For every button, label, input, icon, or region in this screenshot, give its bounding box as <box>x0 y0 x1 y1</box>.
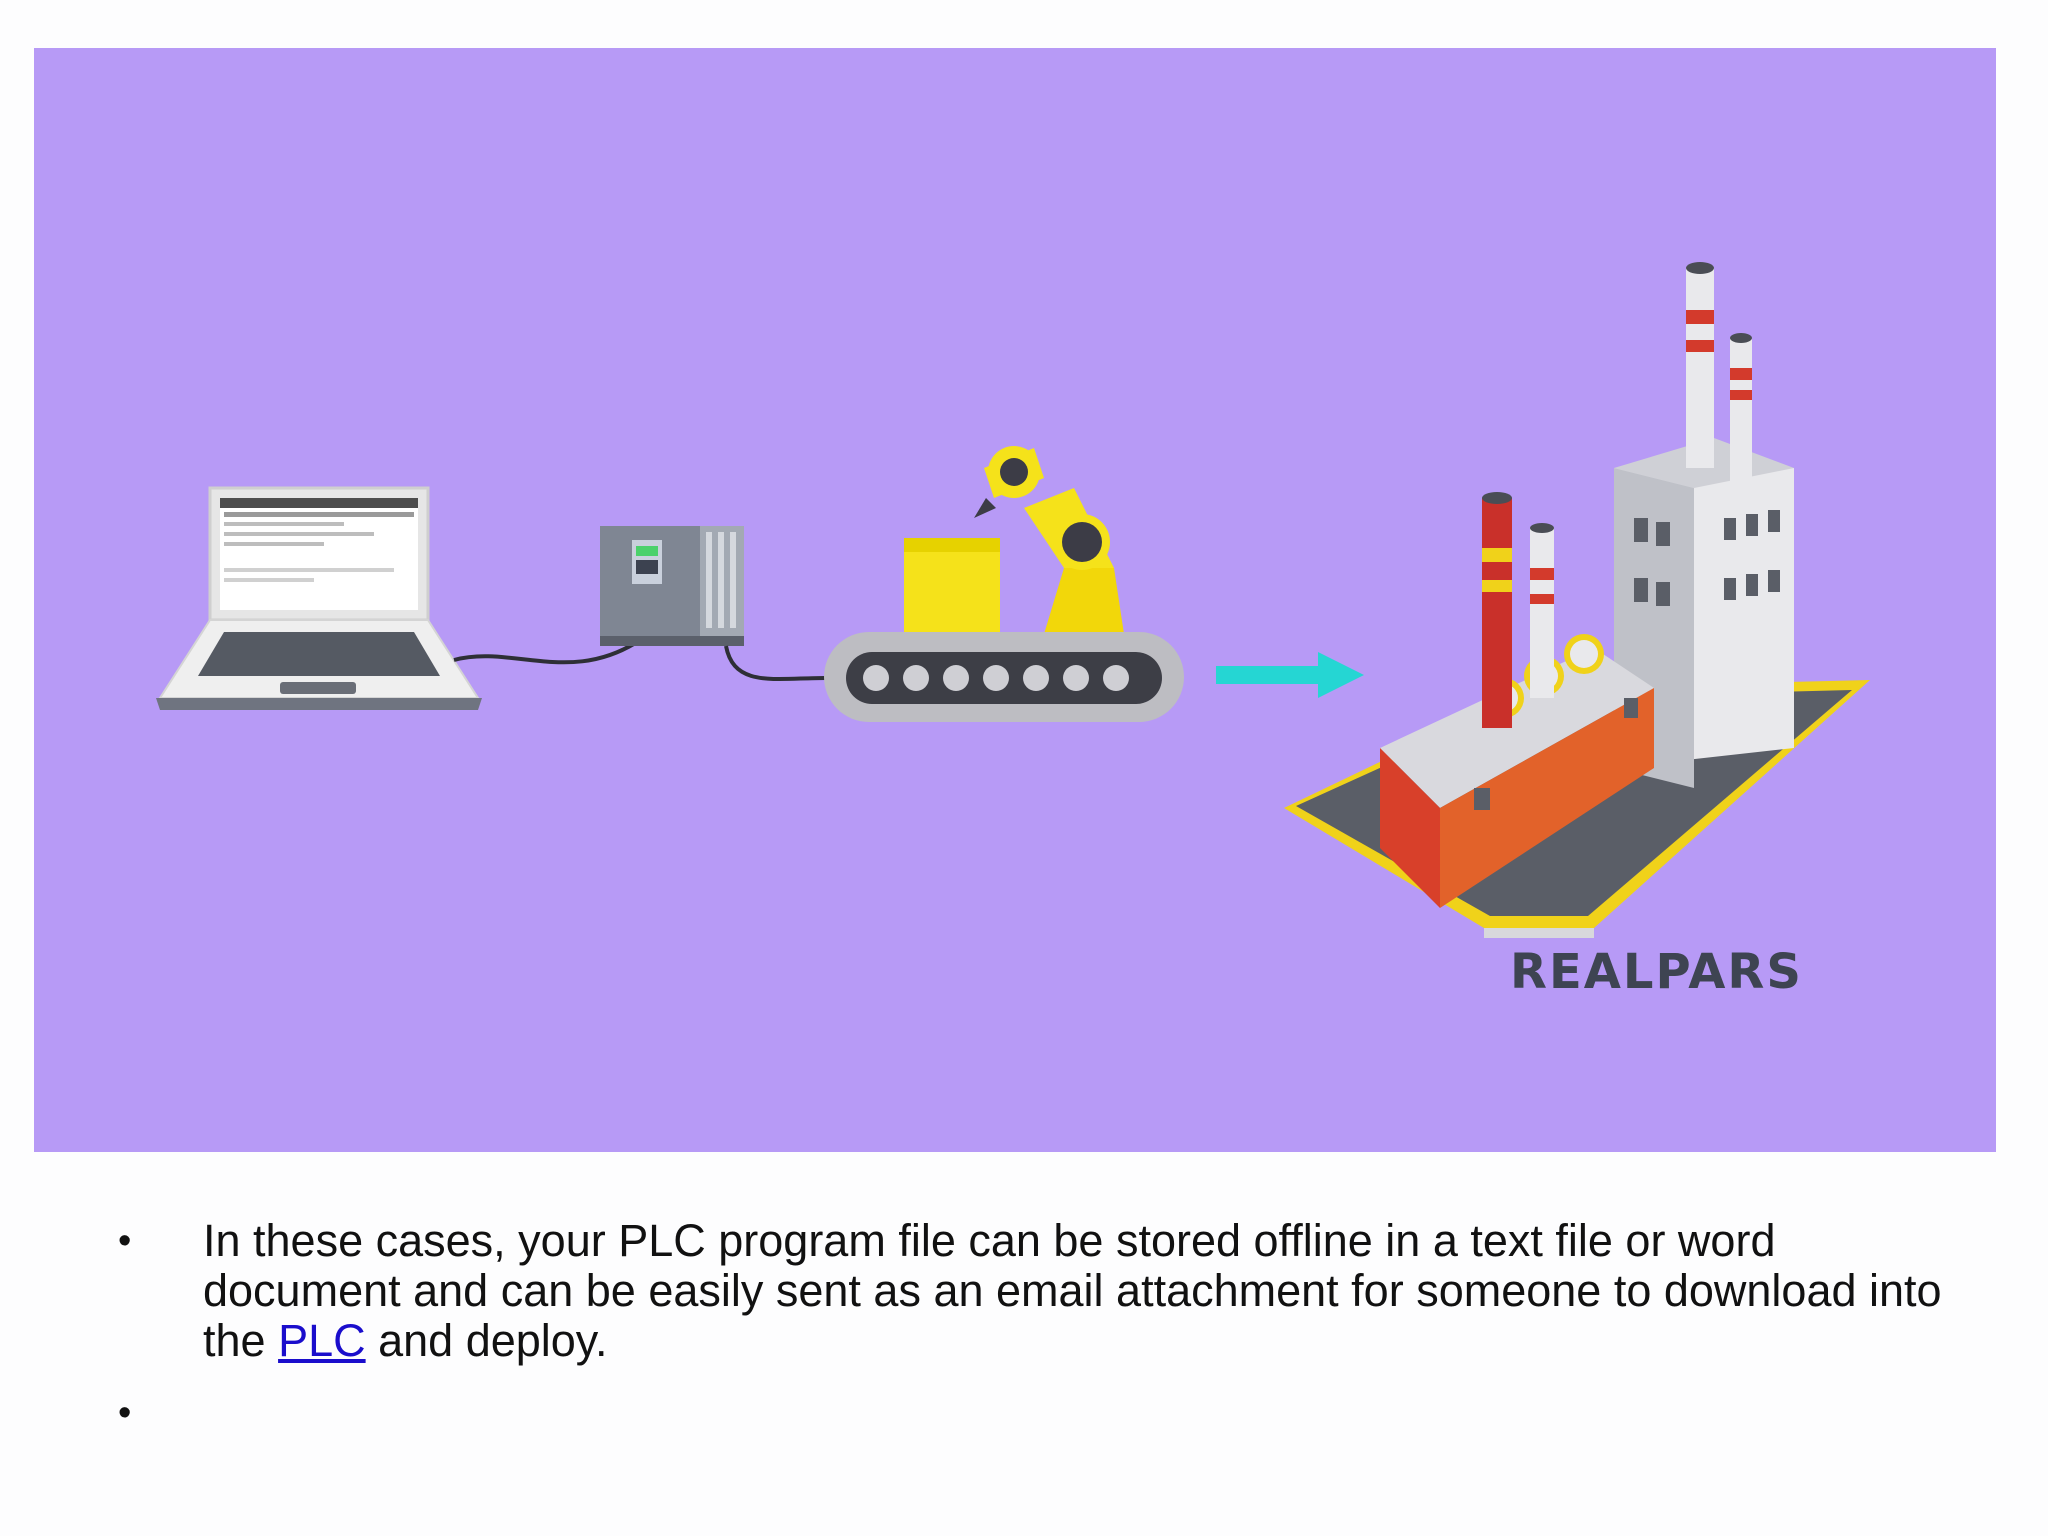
industrial-automation-illustration: REALPARS <box>34 48 1996 1152</box>
robot-arm-icon <box>904 446 1124 634</box>
cable-icon <box>724 645 827 682</box>
conveyor-belt-icon <box>824 632 1184 722</box>
realpars-logo: REALPARS <box>1510 944 1803 1000</box>
plc-link[interactable]: PLC <box>278 1315 366 1366</box>
factory-icon <box>1284 262 1870 938</box>
bullet-marker: • <box>118 1392 132 1434</box>
laptop-icon <box>156 486 482 710</box>
illustration-canvas: REALPARS <box>34 48 1996 1152</box>
bullet-text: In these cases, your PLC program file ca… <box>203 1215 1942 1366</box>
cable-icon <box>453 634 648 665</box>
bullet-list: • In these cases, your PLC program file … <box>118 1216 1978 1448</box>
bullet-marker: • <box>118 1220 132 1262</box>
bullet-text-end: and deploy. <box>365 1315 608 1366</box>
arrow-right-icon <box>1216 652 1364 698</box>
plc-controller-icon <box>600 526 744 646</box>
bullet-item: • In these cases, your PLC program file … <box>118 1216 1978 1366</box>
bullet-item-empty: • <box>118 1388 1978 1448</box>
